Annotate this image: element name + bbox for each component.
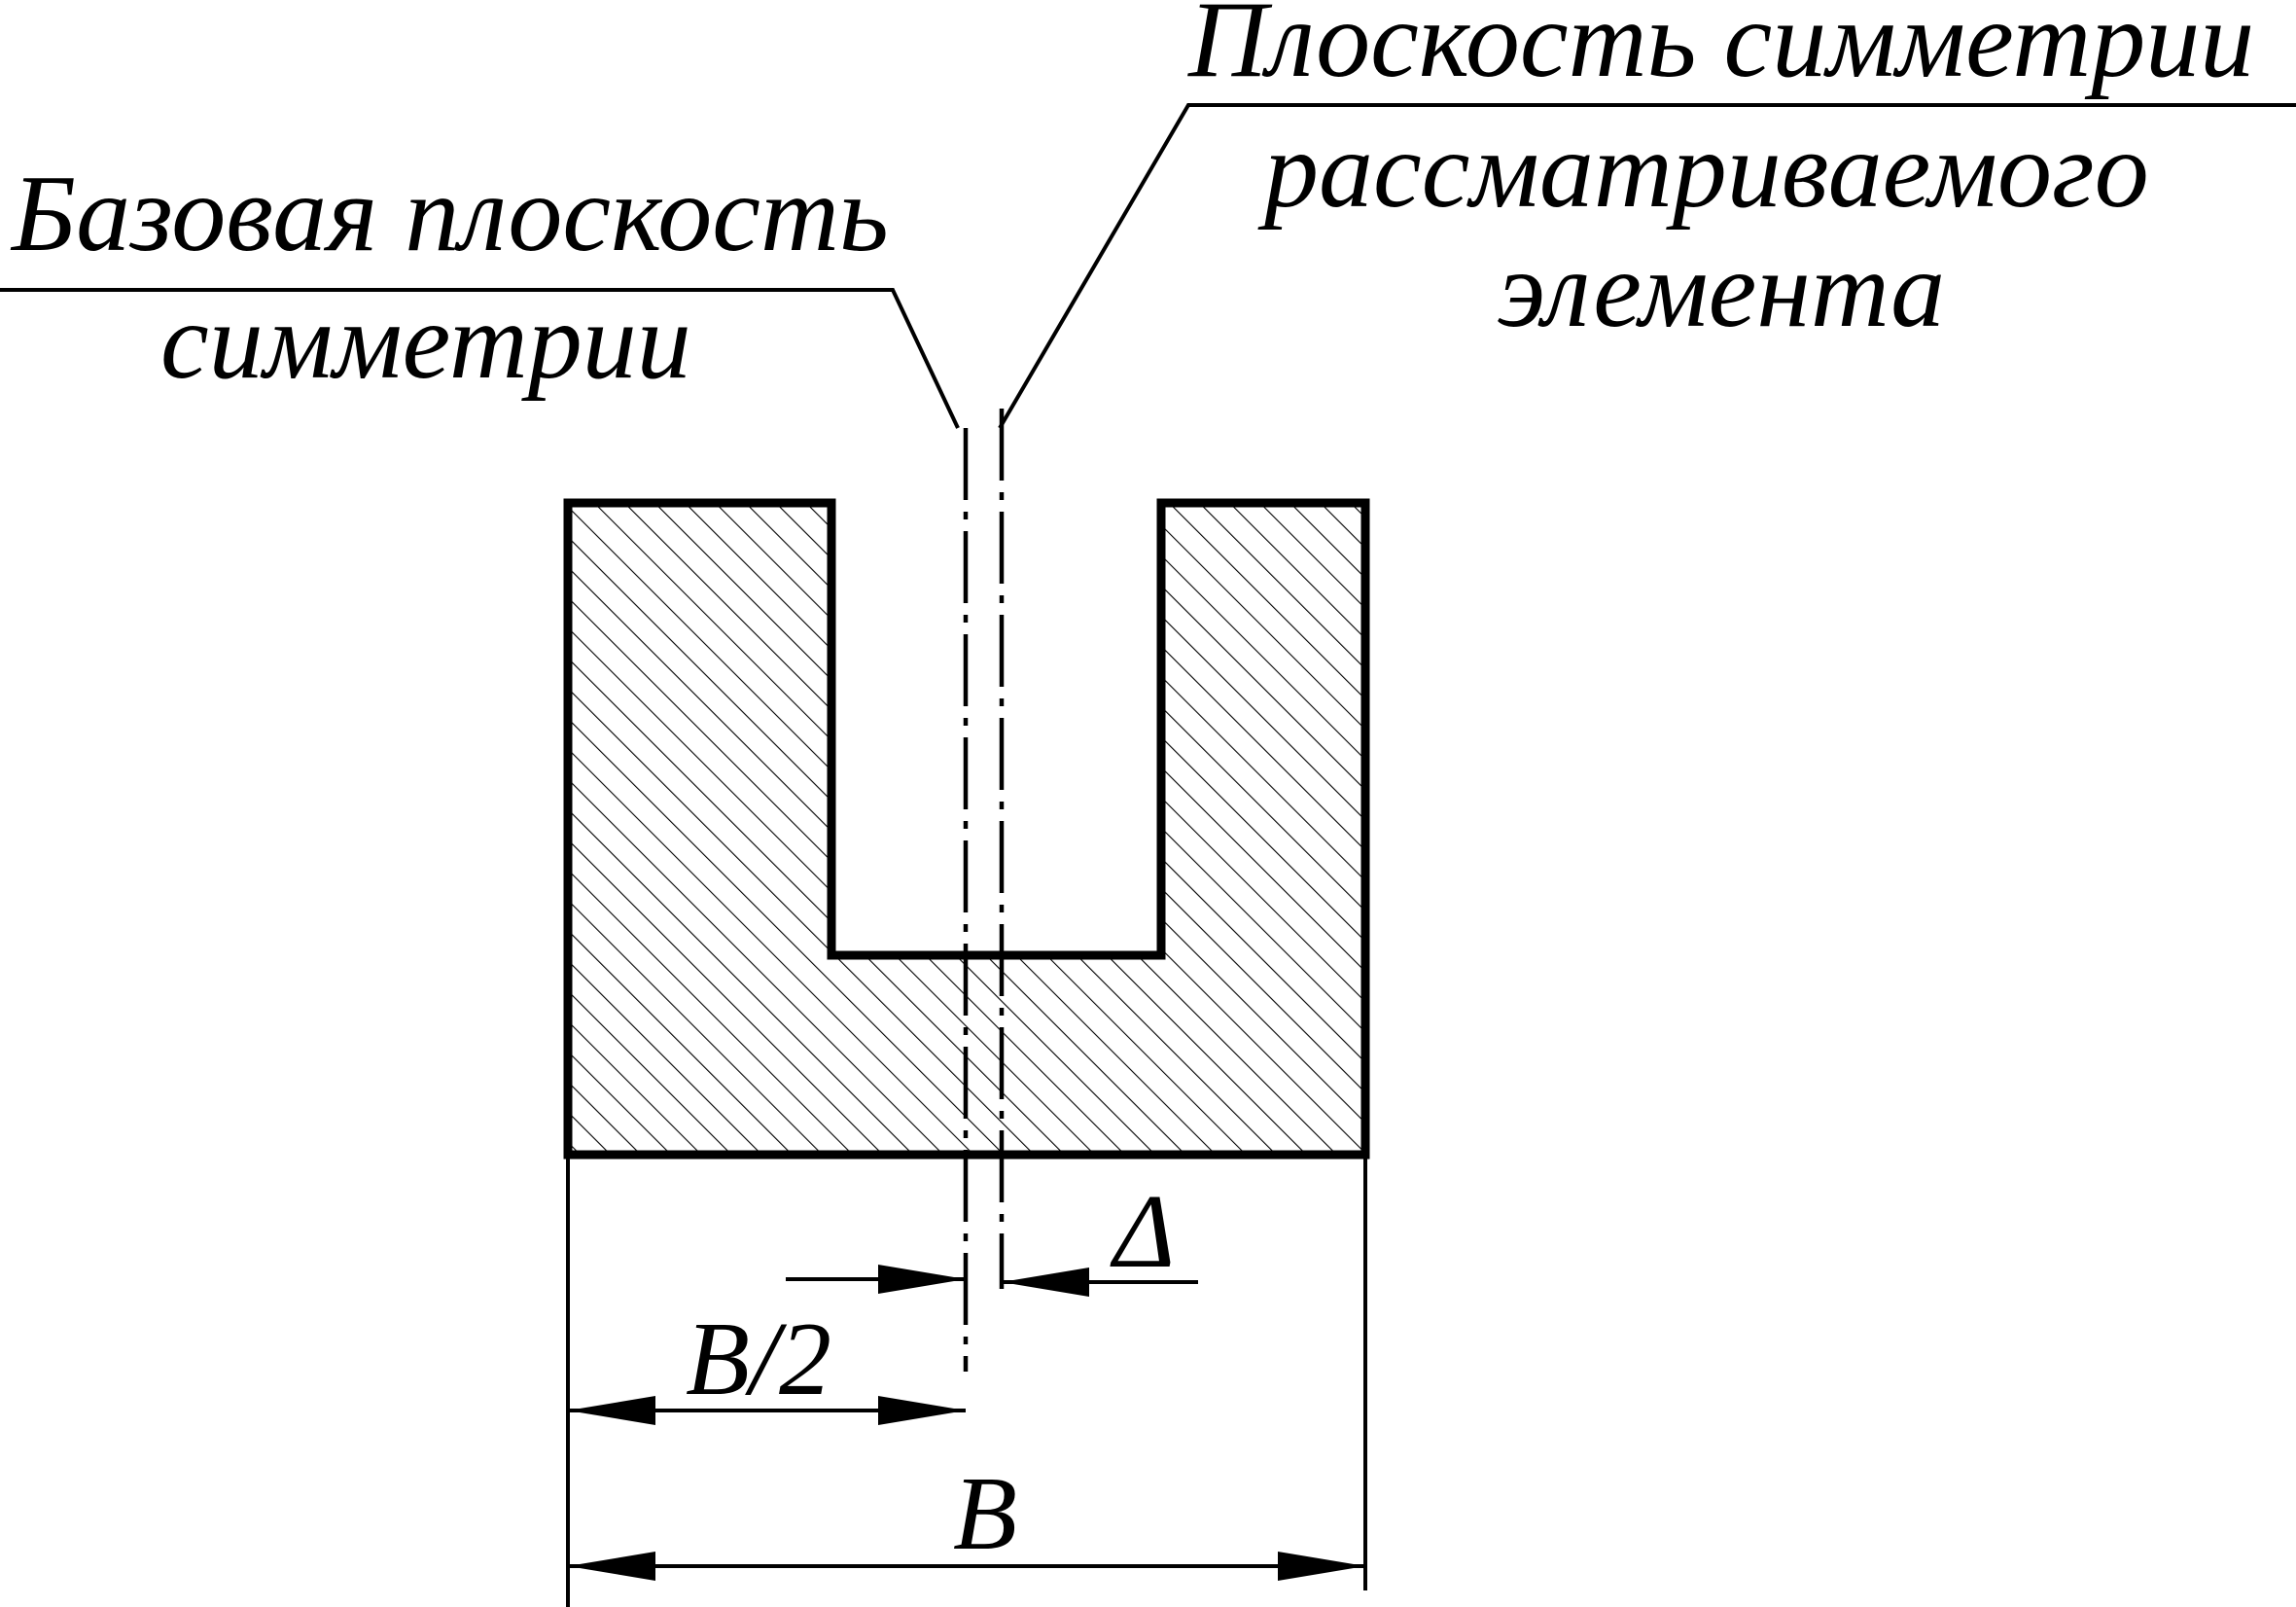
delta-dimension-label: Δ xyxy=(1110,1174,1175,1290)
base-plane-label-line2: симметрии xyxy=(160,281,691,402)
element-plane-leader xyxy=(998,103,2296,430)
width-dimension-label: B xyxy=(953,1456,1017,1572)
half-width-arrow-right xyxy=(878,1396,966,1425)
element-plane-label-line2: рассматриваемого xyxy=(1257,110,2149,231)
half-width-dimension-label: B/2 xyxy=(686,1302,831,1417)
u-shaped-part xyxy=(563,498,1370,1160)
base-plane-leader xyxy=(0,288,960,429)
element-plane-label-line1: Плоскость симметрии xyxy=(1187,0,2254,100)
element-plane-label-line3: элемента xyxy=(1498,230,1945,350)
half-width-arrow-left xyxy=(568,1396,655,1425)
width-arrow-left xyxy=(568,1552,655,1581)
base-plane-label-line1: Базовая плоскость xyxy=(10,154,889,274)
width-arrow-right xyxy=(1278,1552,1365,1581)
delta-arrow-left xyxy=(878,1265,966,1294)
delta-arrow-right xyxy=(1002,1268,1089,1297)
